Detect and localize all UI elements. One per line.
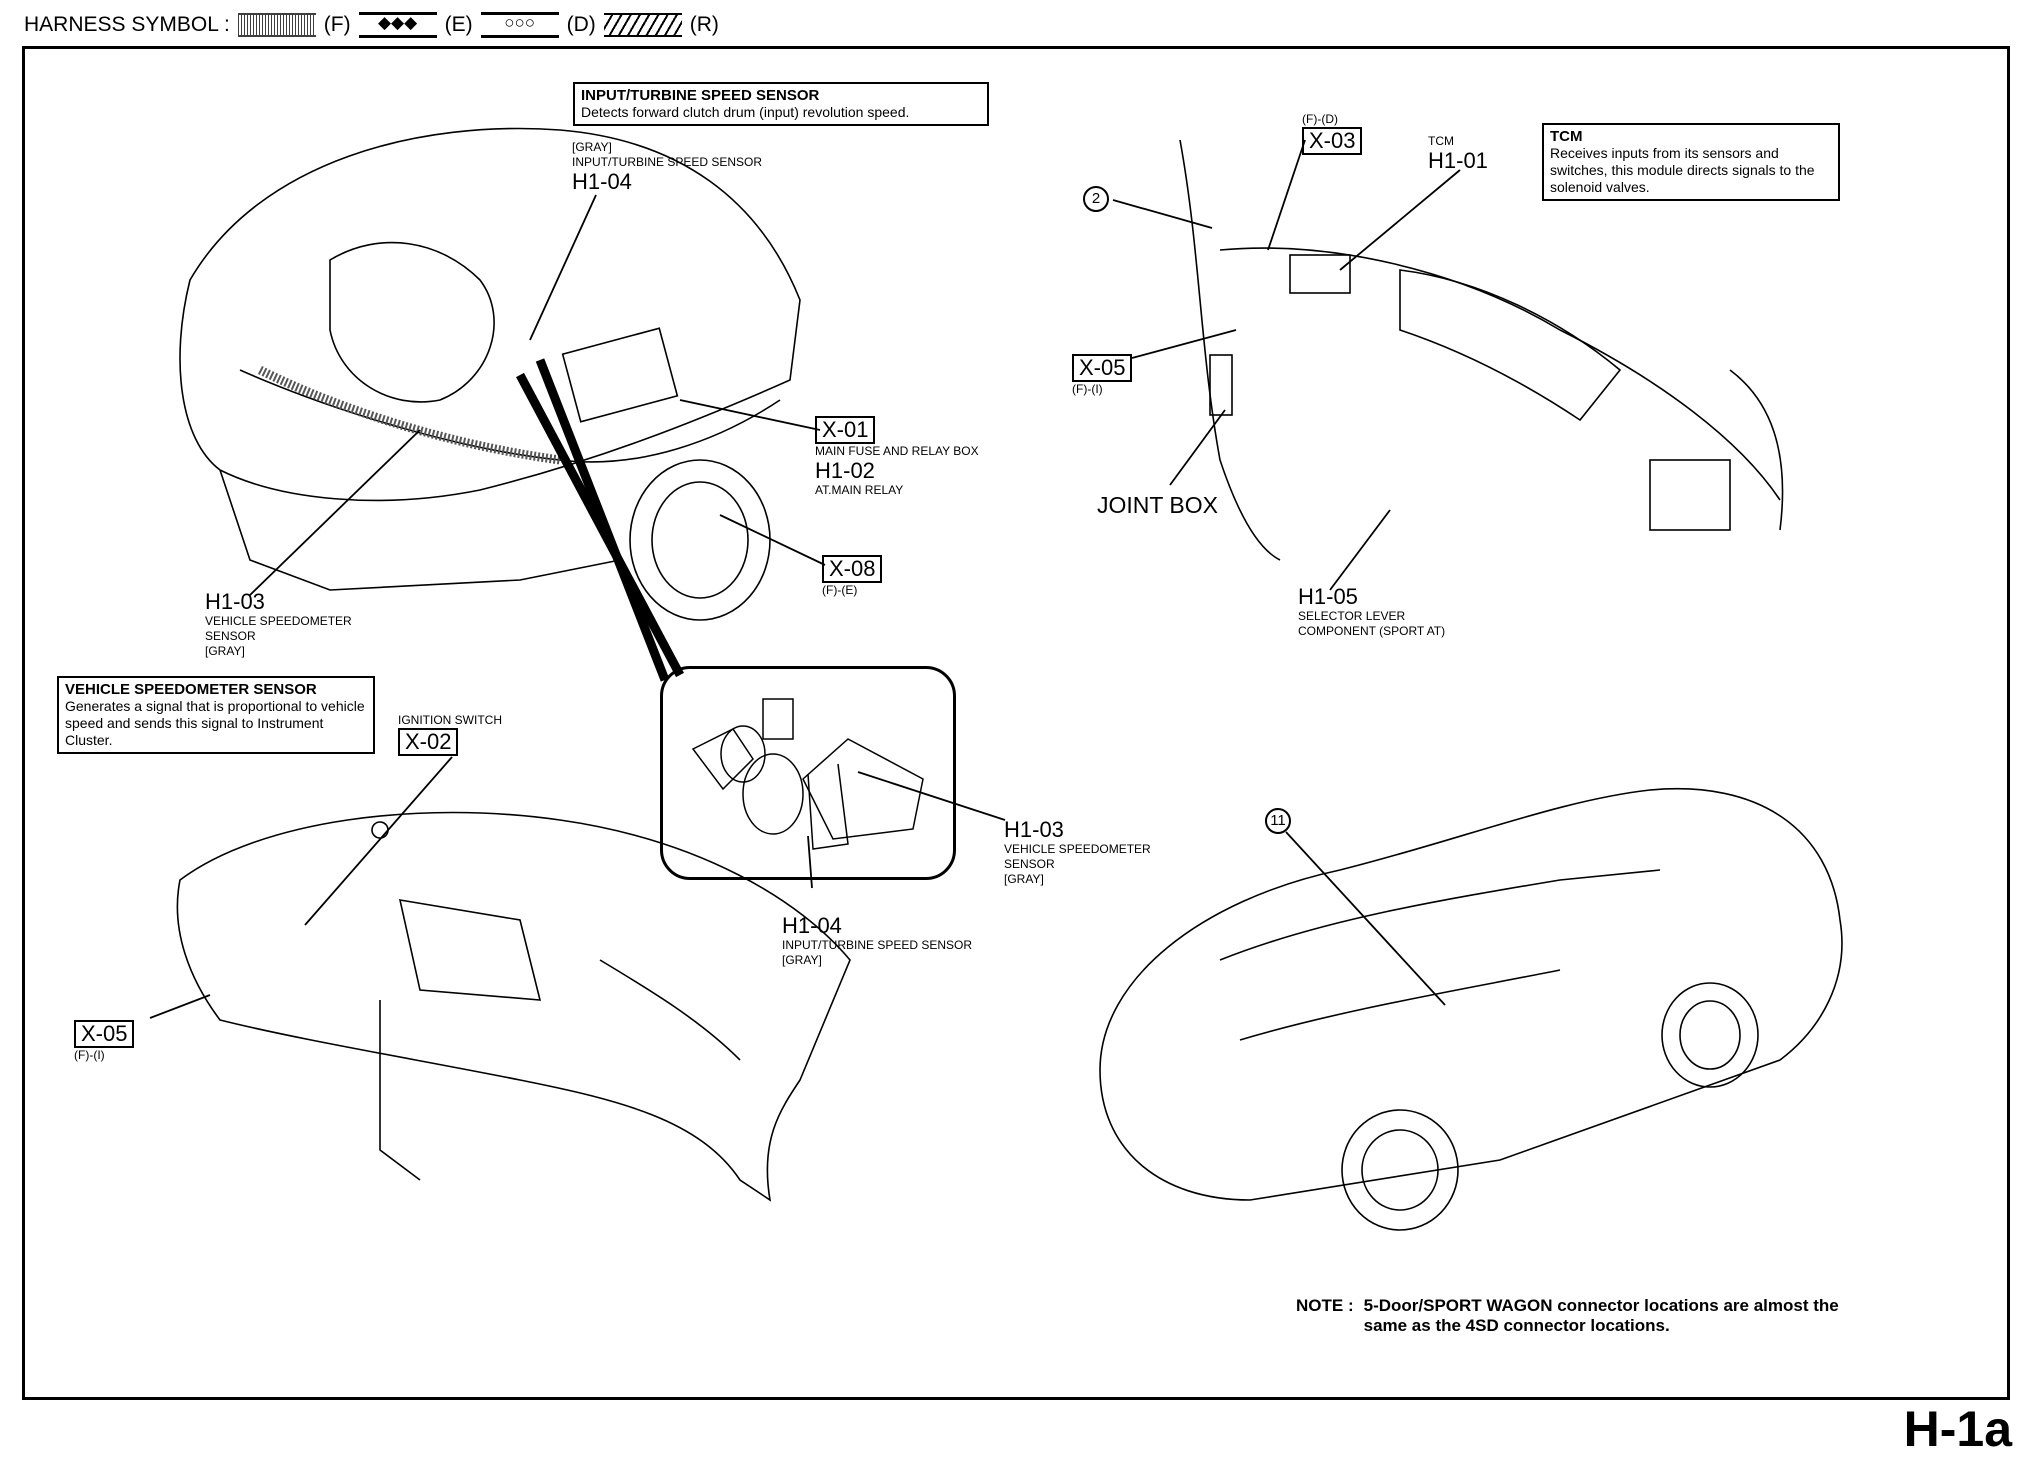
connector-code: X-02 [398, 728, 459, 756]
color-note: [GRAY] [572, 140, 612, 154]
x-05-label-left: X-05 (F)-(I) [74, 1020, 135, 1063]
engine-bay-illustration [179, 127, 801, 621]
component-name: IGNITION SWITCH [398, 713, 502, 727]
legend-code-f: (F) [323, 13, 351, 36]
page-id: H-1a [1903, 1401, 2012, 1457]
transaxle-inset [660, 666, 956, 880]
legend-code-r: (R) [689, 13, 719, 36]
vss-callout: VEHICLE SPEEDOMETER SENSOR Generates a s… [57, 676, 375, 754]
x-08-label: X-08 (F)-(E) [822, 555, 883, 598]
component-name: TCM [1428, 134, 1454, 148]
connector-code: X-05 [74, 1020, 135, 1048]
connector-code: X-03 [1302, 127, 1363, 155]
connector-code: H1-04 [572, 169, 632, 194]
callout-title: VEHICLE SPEEDOMETER SENSOR [65, 681, 317, 698]
legend-code-e: (E) [444, 13, 473, 36]
x-03-label: (F)-(D) X-03 [1302, 112, 1363, 155]
dashboard-illustration [176, 811, 851, 1202]
component-name-2: SENSOR [1004, 857, 1055, 871]
diagram-frame [22, 46, 2010, 1400]
color-note: [GRAY] [1004, 872, 1044, 886]
callout-text: Receives inputs from its sensors and swi… [1550, 145, 1815, 195]
reference-number-11: 11 [1265, 808, 1291, 834]
connector-code: X-01 [815, 416, 876, 444]
harness-f-symbol-icon [237, 13, 316, 37]
color-note: [GRAY] [782, 953, 822, 967]
h1-04-label-inset: H1-04 INPUT/TURBINE SPEED SENSOR [GRAY] [782, 914, 972, 968]
connector-code: H1-03 [205, 589, 265, 614]
transaxle-illustration [691, 698, 924, 850]
note-line-1: 5-Door/SPORT WAGON connector locations a… [1363, 1296, 1839, 1315]
callout-title: TCM [1550, 128, 1583, 145]
h1-05-label: H1-05 SELECTOR LEVER COMPONENT (SPORT AT… [1298, 585, 1445, 639]
harness-e-symbol-icon: ◆◆◆ [358, 12, 437, 38]
legend-code-d: (D) [566, 13, 596, 36]
component-name: SELECTOR LEVER [1298, 609, 1406, 623]
note-prefix: NOTE : [1296, 1296, 1354, 1315]
component-name: VEHICLE SPEEDOMETER [205, 614, 352, 628]
joint-box-label: JOINT BOX [1097, 492, 1218, 518]
h1-01-label: TCM H1-01 [1428, 134, 1488, 173]
note-line-2: same as the 4SD connector locations. [1363, 1316, 1670, 1335]
interior-dash-illustration [1179, 139, 1784, 561]
connector-code: H1-03 [1004, 817, 1064, 842]
harness-code: (F)-(I) [74, 1048, 105, 1062]
input-turbine-callout: INPUT/TURBINE SPEED SENSOR Detects forwa… [573, 82, 989, 126]
x-05-label-right: X-05 (F)-(I) [1072, 354, 1133, 397]
note: NOTE : 5-Door/SPORT WAGON connector loca… [1296, 1296, 1839, 1336]
sedan-illustration [1099, 788, 1843, 1231]
legend-title: HARNESS SYMBOL : [24, 13, 230, 36]
component-name: INPUT/TURBINE SPEED SENSOR [782, 938, 973, 952]
harness-d-symbol-icon: ○○○ [480, 12, 559, 38]
connector-code: X-08 [822, 555, 883, 583]
connector-code-h1-02: H1-02 [815, 458, 875, 483]
callout-title: INPUT/TURBINE SPEED SENSOR [581, 87, 820, 104]
component-name-2: COMPONENT (SPORT AT) [1298, 624, 1446, 638]
h1-04-label-top: [GRAY] INPUT/TURBINE SPEED SENSOR H1-04 [572, 140, 762, 194]
connector-code: H1-05 [1298, 584, 1358, 609]
component-name-2: SENSOR [205, 629, 256, 643]
harness-code: (F)-(I) [1072, 382, 1103, 396]
connector-code: H1-04 [782, 913, 842, 938]
harness-code: (F)-(D) [1302, 112, 1338, 126]
harness-r-symbol-icon [603, 13, 682, 37]
harness-code: (F)-(E) [822, 583, 858, 597]
harness-symbol-legend: HARNESS SYMBOL : (F) ◆◆◆ (E) ○○○ (D) (R) [24, 12, 719, 38]
callout-text: Detects forward clutch drum (input) revo… [581, 104, 910, 120]
color-note: [GRAY] [205, 644, 245, 658]
component-name-h1-02: AT.MAIN RELAY [815, 483, 904, 497]
h1-03-label-inset: H1-03 VEHICLE SPEEDOMETER SENSOR [GRAY] [1004, 818, 1151, 887]
reference-number-2: 2 [1083, 186, 1109, 212]
component-name: VEHICLE SPEEDOMETER [1004, 842, 1151, 856]
tcm-callout: TCM Receives inputs from its sensors and… [1542, 123, 1840, 201]
x-01-label: X-01 MAIN FUSE AND RELAY BOX H1-02 AT.MA… [815, 416, 979, 498]
connector-code: H1-01 [1428, 148, 1488, 173]
x-02-label: IGNITION SWITCH X-02 [398, 713, 502, 756]
callout-text: Generates a signal that is proportional … [65, 698, 365, 748]
component-name: MAIN FUSE AND RELAY BOX [815, 444, 979, 458]
h1-03-label-left: H1-03 VEHICLE SPEEDOMETER SENSOR [GRAY] [205, 590, 352, 659]
component-name: INPUT/TURBINE SPEED SENSOR [572, 155, 763, 169]
connector-code: X-05 [1072, 354, 1133, 382]
